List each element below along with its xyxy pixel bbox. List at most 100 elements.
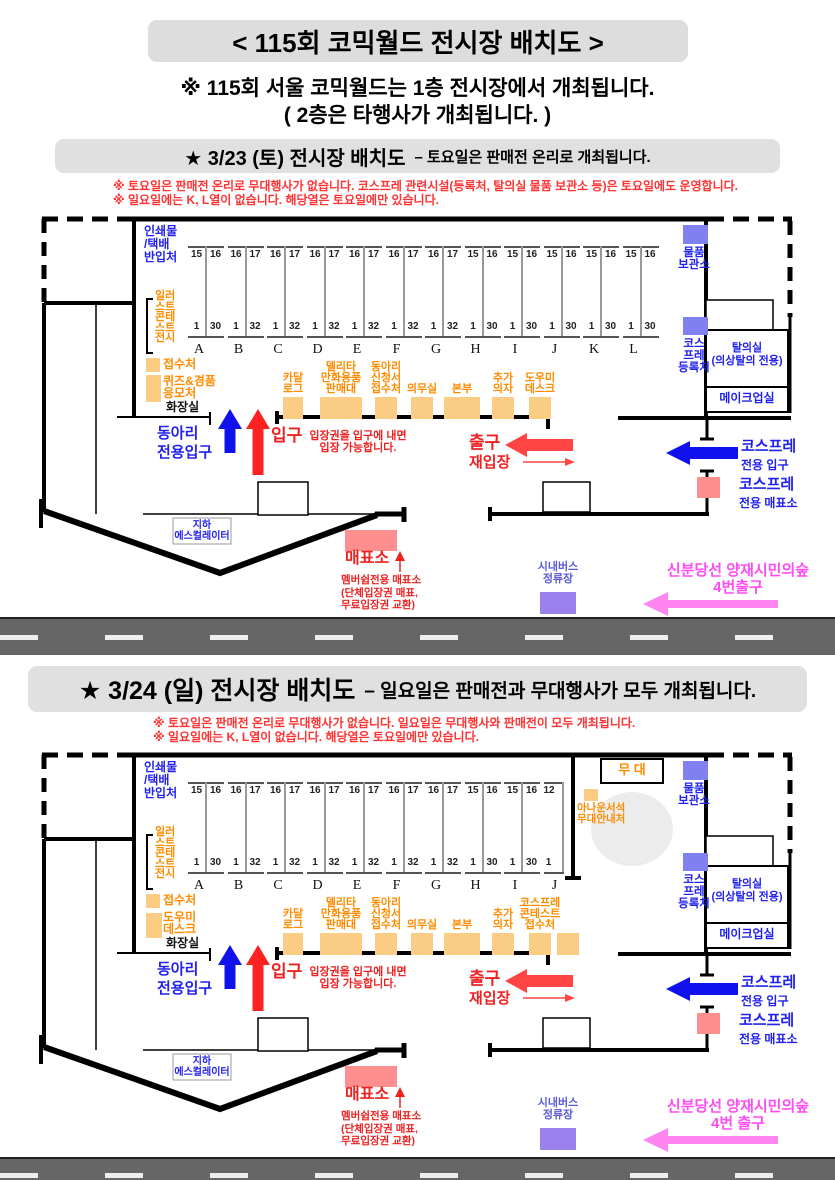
- station-5: 추가 의자: [466, 355, 540, 419]
- saturday-heading-sub: – 토요일은 판매전 온리로 개최됩니다.: [414, 148, 651, 166]
- road: [0, 1157, 835, 1180]
- wall-left-outer: [42, 837, 134, 1048]
- toilet-label: 화장실: [166, 400, 200, 414]
- wall-lower-right: [488, 1043, 709, 1057]
- station-1: 델리타 만화용품 판매대: [304, 355, 378, 419]
- club-entrance-arrow-icon: [218, 409, 242, 453]
- ticket-office-label: 매표소: [345, 550, 390, 567]
- cosplay-registration-label: 코스 프레 등록처: [678, 874, 710, 910]
- subway-label: 신분당선 양재시민의숲: [666, 1098, 810, 1115]
- cosplay-entrance-label-2: 전용 입구: [741, 994, 789, 1008]
- cosplay-ticket-label: 코스프레: [739, 1012, 795, 1029]
- bus-stop-label: 시내버스 정류장: [537, 561, 579, 585]
- escalator-box: [172, 517, 232, 545]
- illust-contest-label: 일러 스트 콘테 스트 전시: [155, 290, 176, 344]
- sunday-heading: ★ 3/24 (일) 전시장 배치도: [78, 677, 356, 705]
- bus-stop-box-icon: [540, 1128, 576, 1150]
- station-6: 도우미 데스크: [503, 355, 577, 419]
- saturday-warning-1: ※ 토요일은 판매전 온리로 무대행사가 없습니다. 코스프레 관련시설(등록처…: [113, 179, 739, 193]
- wall-cosplay-door: [700, 418, 714, 514]
- bus-stop-label: 시내버스 정류장: [537, 1097, 579, 1121]
- quiz-label: 퀴즈&경품 응모처: [163, 374, 216, 400]
- cosplay-entrance-arrow-icon: [666, 977, 738, 1001]
- cosplay-entrance-arrow-icon: [666, 441, 738, 465]
- subway-arrow-icon: [643, 592, 778, 616]
- cosplay-reg-box-icon: [683, 317, 708, 335]
- sunday-heading-sub: – 일요일은 판매전과 무대행사가 모두 개최됩니다.: [364, 680, 757, 702]
- print-delivery-label: 인쇄물 /택배 반입처: [144, 760, 178, 800]
- header-note-2: ( 2층은 타행사가 개최됩니다. ): [283, 104, 552, 127]
- entrance-label: 입구: [271, 962, 303, 981]
- wall-v-shape: [43, 508, 379, 577]
- saturday-heading-band: ★ 3/23 (토) 전시장 배치도 – 토요일은 판매전 온리로 개최됩니다.: [55, 139, 780, 173]
- road-lane-markings: [0, 635, 835, 641]
- reentry-label: 재입장: [469, 990, 511, 1007]
- exit-label: 출구: [469, 433, 501, 452]
- wall-lower-right: [488, 507, 709, 521]
- road-lane-markings: [0, 1172, 835, 1178]
- storage-box-icon: [683, 761, 708, 780]
- entrance-arrow-icon: [246, 945, 270, 1011]
- stair-block-right: [542, 481, 591, 513]
- ticket-box-icon: [345, 1066, 397, 1087]
- storage-label: 물품 보관소: [678, 783, 710, 807]
- reception-box-icon: [146, 358, 160, 372]
- saturday-walls-layer: [39, 216, 793, 616]
- bus-stop-box-icon: [540, 592, 576, 614]
- station-1: 델리타 만화용품 판매대: [304, 891, 378, 955]
- announcer-label: 아나운서석 무대안내처: [577, 802, 626, 825]
- wall-cosplay-door: [700, 954, 714, 1050]
- wall-v-end: [375, 507, 407, 522]
- exit-label: 출구: [469, 969, 501, 988]
- entrance-label: 입구: [271, 426, 303, 445]
- stage-label: 무 대: [618, 762, 646, 777]
- club-entrance-arrow-icon: [218, 945, 242, 989]
- dressing-room: [705, 865, 789, 924]
- cosplay-entrance-label: 코스프레: [741, 974, 797, 991]
- reentry-arrow-icon: [523, 458, 575, 466]
- stair-block-right: [542, 1017, 591, 1049]
- station-3: 의무실: [385, 891, 459, 955]
- announcer-box-icon: [584, 789, 598, 801]
- illust-bracket: [146, 298, 153, 354]
- station-6: 코스프레 콘테스트 접수처: [503, 891, 577, 955]
- header-note-1: ※ 115회 서울 코믹월드는 1층 전시장에서 개최됩니다.: [180, 77, 655, 100]
- stair-block-left: [257, 1017, 309, 1052]
- dressing-room-label: 탈의실 (의상탈의 전용): [711, 878, 783, 903]
- ticket-box-icon: [345, 530, 397, 551]
- small-room: [705, 835, 774, 867]
- entrance-arrow-icon: [246, 409, 270, 475]
- sunday-warning-1: ※ 토요일은 판매전 온리로 무대행사가 없습니다. 일요일은 무대행사와 판매…: [153, 716, 636, 730]
- storage-label: 물품 보관소: [678, 247, 710, 271]
- escalator-label: 지하 에스컬레이터: [174, 1056, 230, 1078]
- station-2: 동아리 신청서 접수처: [349, 355, 423, 419]
- wall-toilet-line: [117, 948, 211, 961]
- club-entrance-label: 동아리 전용입구: [157, 425, 213, 461]
- subway-label: 신분당선 양재시민의숲: [666, 562, 810, 579]
- club-entrance-label: 동아리 전용입구: [157, 961, 213, 997]
- cosplay-ticket-label-2: 전용 매표소: [739, 1032, 798, 1046]
- wall-v-shape: [43, 1044, 379, 1113]
- cosplay-ticket-label-2: 전용 매표소: [739, 496, 798, 510]
- station-4: 본부: [425, 891, 499, 955]
- entrance-note: 입장권을 입구에 내면 입장 가능합니다.: [309, 966, 407, 990]
